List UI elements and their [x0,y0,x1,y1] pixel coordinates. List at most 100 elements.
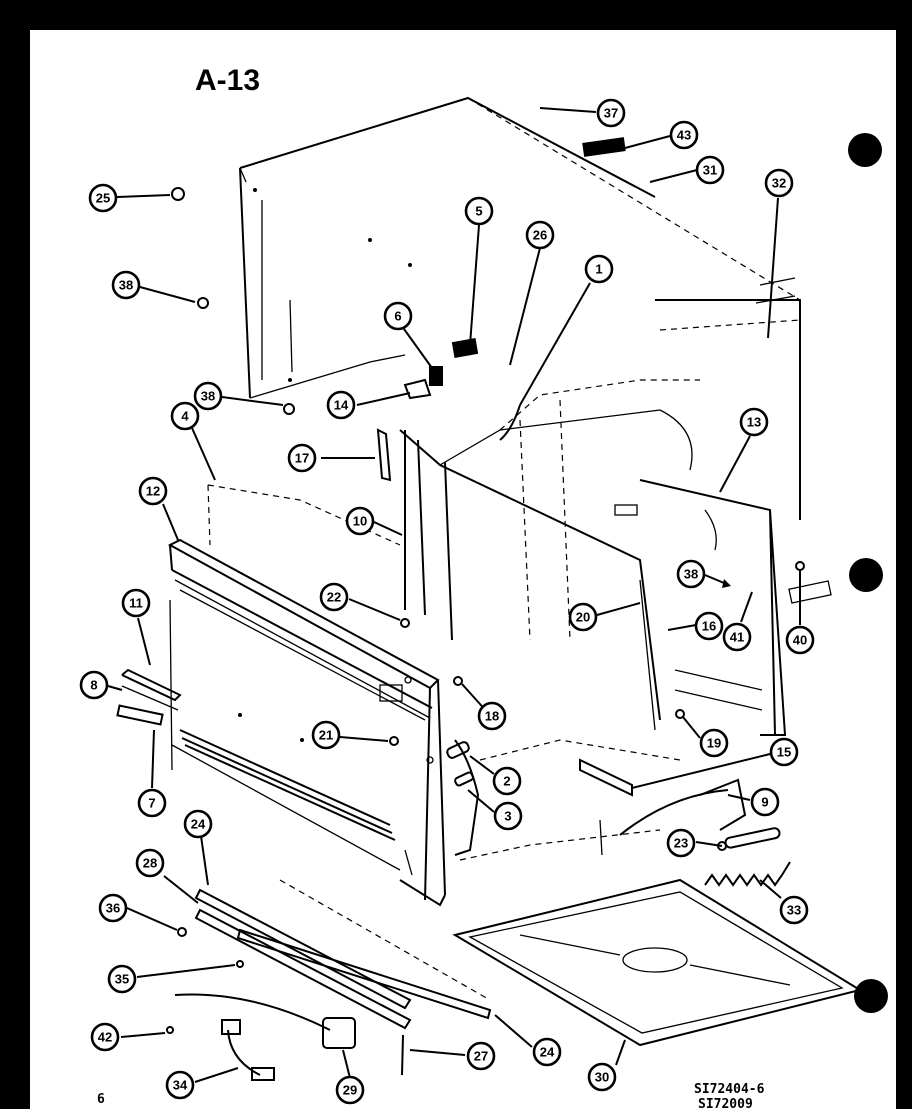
callout-30: 30 [587,1062,617,1092]
callout-label: 32 [772,176,786,191]
callout-12: 12 [138,476,168,506]
callout-label: 9 [761,795,768,810]
callout-28: 28 [135,848,165,878]
callout-circle [464,196,494,226]
callout-label: 25 [96,191,110,206]
binder-hole-top [848,133,882,167]
reference-code-secondary: SI72009 [698,1097,753,1109]
callout-circle [669,120,699,150]
callout-label: 4 [181,409,189,424]
callout-circle [785,625,815,655]
right-side-panel-drawing [655,277,801,520]
callout-circle [98,893,128,923]
callout-36: 36 [98,893,128,923]
callout-circle [90,1022,120,1052]
callout-label: 35 [115,972,129,987]
callout-8: 8 [79,670,109,700]
callout-label: 19 [707,736,721,751]
callout-31: 31 [695,155,725,185]
callout-10: 10 [345,506,375,536]
callout-15: 15 [769,737,799,767]
callout-label: 26 [533,228,547,243]
callout-41: 41 [722,622,752,652]
callout-circle [676,559,706,589]
callout-11: 11 [121,588,151,618]
callout-label: 18 [485,709,499,724]
callout-circle [477,701,507,731]
callout-label: 23 [674,836,688,851]
callout-25: 25 [88,183,118,213]
callout-label: 10 [353,514,367,529]
binder-hole-middle [849,558,883,592]
front-frame-drawing [167,538,446,907]
callout-label: 38 [201,389,215,404]
callout-label: 43 [677,128,691,143]
callout-circle [568,602,598,632]
leader-lines [107,107,805,1083]
callout-circle [722,622,752,652]
callout-26: 26 [525,220,555,250]
callout-19: 19 [699,728,729,758]
reference-code: SI72404-6 [694,1082,765,1097]
callout-label: 29 [343,1083,357,1098]
callout-14: 14 [326,390,356,420]
callout-label: 30 [595,1070,609,1085]
callout-label: 2 [503,774,510,789]
callout-label: 27 [474,1049,488,1064]
callout-33: 33 [779,895,809,925]
diagram-title: A-13 [195,64,260,97]
callout-34: 34 [165,1070,195,1100]
oven-cavity-drawing [399,379,717,721]
callout-27: 27 [466,1041,496,1071]
callout-circle [183,809,213,839]
callout-circle [750,787,780,817]
callout-38: 38 [193,381,223,411]
callout-label: 15 [777,745,791,760]
callout-label: 34 [173,1078,188,1093]
callout-circle [739,407,769,437]
callout-3: 3 [493,801,523,831]
callout-1: 1 [584,254,614,284]
callout-circle [138,476,168,506]
callout-circle [135,848,165,878]
callout-40: 40 [785,625,815,655]
callout-circle [137,788,167,818]
callout-label: 16 [702,619,716,634]
callout-circle [165,1070,195,1100]
callout-label: 13 [747,415,761,430]
callout-label: 11 [129,596,143,611]
callout-circle [345,506,375,536]
callout-label: 14 [334,398,349,413]
callout-circle [694,611,724,641]
callout-label: 12 [146,484,160,499]
hinge-parts-drawing [116,668,182,726]
callout-label: 24 [191,817,206,832]
callout-circle [695,155,725,185]
callout-13: 13 [739,407,769,437]
callout-label: 7 [148,796,155,811]
callout-4: 4 [170,401,200,431]
callout-2: 2 [492,766,522,796]
callout-circle [79,670,109,700]
callout-circle [193,381,223,411]
callout-37: 37 [596,98,626,128]
binder-hole-bottom [854,979,888,1013]
callout-circle [764,168,794,198]
callout-circle [492,766,522,796]
callout-label: 38 [119,278,133,293]
cabinet-wrapper-drawing [239,96,801,399]
callout-circle [584,254,614,284]
callout-22: 22 [319,582,349,612]
callout-label: 33 [787,903,801,918]
callout-circle [779,895,809,925]
callout-21: 21 [311,720,341,750]
callout-circle [319,582,349,612]
callout-label: 22 [327,590,341,605]
callout-6: 6 [383,301,413,331]
callout-circle [107,964,137,994]
callout-label: 38 [684,567,698,582]
base-and-wiring-drawing [446,739,747,861]
callout-label: 40 [793,633,807,648]
